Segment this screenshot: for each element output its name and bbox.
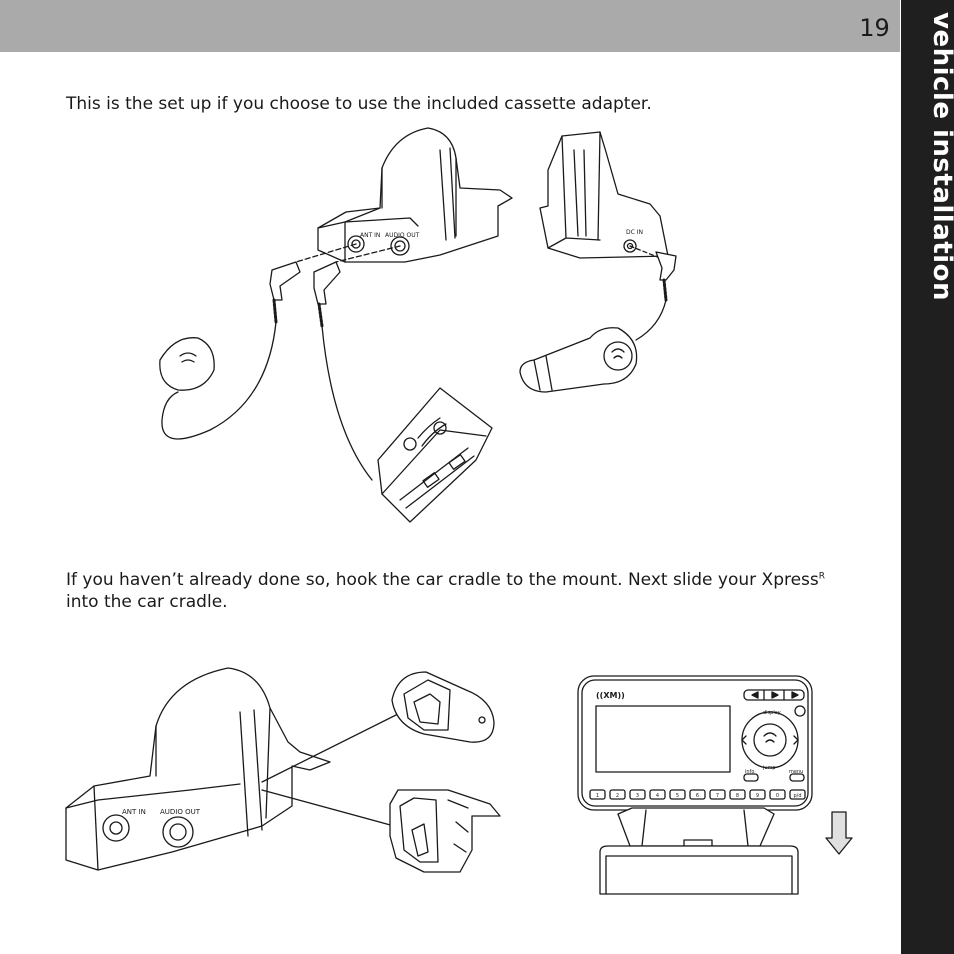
keypad-key-9 bbox=[749, 789, 766, 800]
keypad-key-label: 4 bbox=[656, 793, 659, 799]
dc-in-label: DC IN bbox=[626, 229, 643, 236]
keypad-key-label: 3 bbox=[636, 793, 639, 799]
keypad-key-6 bbox=[689, 789, 706, 800]
keypad-key-label: 8 bbox=[736, 793, 739, 799]
keypad-key-label: 7 bbox=[716, 793, 719, 799]
car-cradle-rear-illustration: ANT IN AUDIO OUT bbox=[317, 127, 513, 263]
keypad-key-label: 0 bbox=[776, 793, 779, 799]
intro-paragraph: This is the set up if you choose to use … bbox=[66, 94, 652, 114]
jump-label: jump bbox=[762, 765, 776, 771]
ant-in-label-bottom: ANT IN bbox=[122, 808, 146, 816]
suction-mount-illustration bbox=[391, 671, 495, 743]
step-paragraph: If you haven’t already done so, hook the… bbox=[66, 569, 826, 613]
keypad-key-8 bbox=[729, 789, 746, 800]
xm-antenna-illustration bbox=[159, 337, 215, 391]
registered-mark: R bbox=[818, 571, 826, 582]
car-cradle-side-illustration: DC IN bbox=[539, 131, 677, 341]
audio-out-label-top: AUDIO OUT bbox=[385, 232, 420, 239]
keypad-key-7 bbox=[709, 789, 726, 800]
keypad-key-0 bbox=[769, 789, 786, 800]
power-adapter-illustration bbox=[519, 327, 638, 393]
xm-logo: ((XM)) bbox=[596, 691, 625, 700]
vent-mount-illustration bbox=[389, 789, 501, 873]
keypad-key-2 bbox=[609, 789, 626, 800]
keypad-key-label: 2 bbox=[616, 793, 619, 799]
ant-in-label-top: ANT IN bbox=[360, 232, 380, 239]
car-cradle-large-illustration: ANT IN AUDIO OUT bbox=[65, 667, 399, 871]
keypad-key-label: 6 bbox=[696, 793, 699, 799]
keypad-key-4 bbox=[649, 789, 666, 800]
keypad-key-p/d bbox=[789, 789, 806, 800]
keypad-key-1 bbox=[589, 789, 606, 800]
step-text-part2: into the car cradle. bbox=[66, 592, 228, 612]
display-label: display bbox=[763, 710, 781, 716]
keypad-key-label: 1 bbox=[596, 793, 599, 799]
step-text-part1: If you haven’t already done so, hook the… bbox=[66, 570, 819, 590]
section-title: vehicle installation bbox=[927, 12, 954, 301]
xpress-car-cradle-illustration bbox=[599, 807, 799, 895]
xpress-device-illustration: ((XM)) display jump info menu 1 2 3 4 5 6 7 8 9 0… bbox=[577, 675, 813, 811]
slide-down-arrow-icon bbox=[825, 811, 853, 855]
keypad-key-label: 5 bbox=[676, 793, 679, 799]
audio-out-label-bottom: AUDIO OUT bbox=[160, 808, 201, 816]
cradle-cables-illustration bbox=[161, 243, 401, 481]
side-tab bbox=[901, 0, 954, 954]
menu-label: menu bbox=[789, 769, 803, 775]
keypad-key-label: p/d bbox=[793, 793, 801, 799]
keypad-key-5 bbox=[669, 789, 686, 800]
keypad-key-label: 9 bbox=[756, 793, 759, 799]
keypad-key-3 bbox=[629, 789, 646, 800]
keypad: 1 2 3 4 5 6 7 8 9 0 p/d bbox=[589, 789, 806, 800]
info-label: info bbox=[745, 769, 754, 775]
header-bar bbox=[0, 0, 900, 52]
cassette-adapter-illustration bbox=[377, 387, 493, 523]
page-number: 19 bbox=[859, 14, 890, 42]
